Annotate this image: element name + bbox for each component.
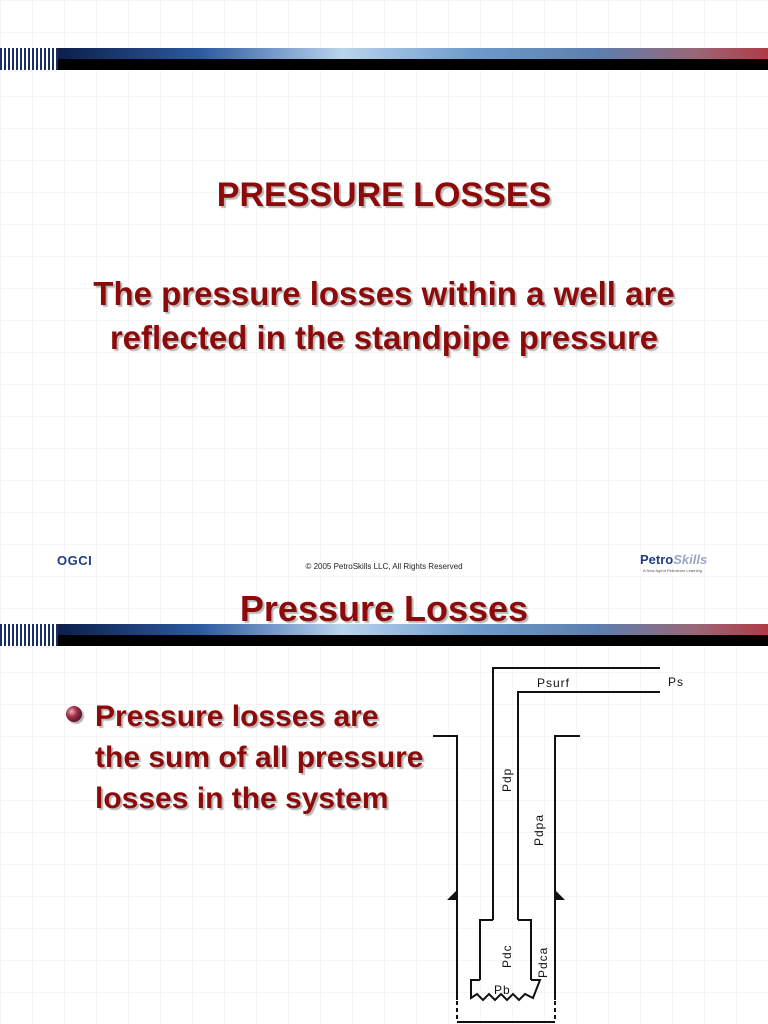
drillpipe-inner-wall xyxy=(517,691,660,920)
bullet-sphere-icon xyxy=(66,706,82,722)
casing-right-wall xyxy=(554,735,580,1000)
header-bar xyxy=(0,48,768,70)
label-pdca: Pdca xyxy=(536,947,550,978)
slide-2: Pressure Losses Pressure losses are the … xyxy=(0,588,768,1024)
copyright-text: © 2005 PetroSkills LLC, All Rights Reser… xyxy=(305,562,463,571)
petroskills-logo: PetroSkills xyxy=(640,552,707,567)
casing-left-wall xyxy=(433,735,458,1000)
header-stripes xyxy=(0,48,58,70)
collar-right xyxy=(518,919,532,980)
header-black-band xyxy=(58,59,768,70)
label-pdp: Pdp xyxy=(500,768,514,792)
slide-footer: OGCI © 2005 PetroSkills LLC, All Rights … xyxy=(0,550,768,580)
header-gradient xyxy=(58,48,768,59)
slide-1-title: PRESSURE LOSSES xyxy=(216,176,552,214)
label-pb: Pb xyxy=(494,983,511,997)
label-pdpa: Pdpa xyxy=(532,814,546,846)
drillpipe-outer-wall xyxy=(492,667,660,920)
slide-2-title: Pressure Losses xyxy=(239,588,529,629)
collar-left xyxy=(479,919,493,980)
petroskills-logo-b: Skills xyxy=(673,552,708,567)
label-pdc: Pdc xyxy=(500,944,514,968)
label-ps: Ps xyxy=(668,675,684,689)
slide-1: PRESSURE LOSSES The pressure losses with… xyxy=(0,48,768,580)
wellbore-lines xyxy=(433,667,660,1023)
wellbore-diagram: Psurf Ps Pdp Pdpa Pdc Pdca Pb xyxy=(433,667,684,1023)
header-gradient-2 xyxy=(58,624,768,635)
casing-shoe-right xyxy=(555,890,565,900)
header-black-band-2 xyxy=(58,635,768,646)
petroskills-tagline: A New Agent Petroleum Learning xyxy=(643,568,702,573)
ogci-logo: OGCI xyxy=(57,553,93,568)
bullet-text: Pressure losses are the sum of all press… xyxy=(95,700,424,815)
slide-1-subtitle: The pressure losses within a well are re… xyxy=(93,275,675,356)
casing-shoe-left xyxy=(447,890,457,900)
petroskills-logo-a: Petro xyxy=(640,552,674,567)
drill-bit xyxy=(470,979,542,1002)
header-bar-2 xyxy=(0,624,768,646)
header-stripes-2 xyxy=(0,624,58,646)
label-psurf: Psurf xyxy=(537,676,570,690)
